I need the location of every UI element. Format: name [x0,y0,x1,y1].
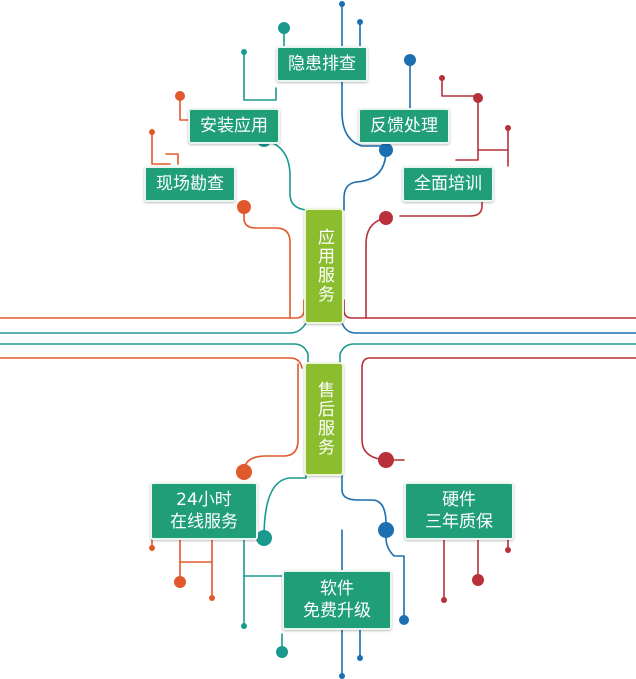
dot-orange-top [175,91,185,101]
dot-red-br [378,452,394,468]
dot-blue-top [339,1,345,7]
dot-blue-mid [404,54,416,66]
dot-red-large [379,211,393,225]
branch-training-down [399,195,483,217]
branch-feedback [343,149,387,211]
branch-install-left [179,95,191,121]
branch-software-left [263,473,307,539]
branch-online [243,363,299,473]
branch-site-survey [243,206,291,319]
dot-orange-bl3 [174,576,186,588]
branch-hidden-right [341,3,387,147]
branch-install-app [263,139,307,211]
dot-orange-bl4 [209,595,215,601]
node-software-upgrade: 软件 免费升级 [282,570,392,630]
dot-blue-large [379,143,393,157]
dot-orange-bl [236,464,252,480]
branch-training-top [455,97,479,161]
node-training: 全面培训 [402,166,494,202]
trunk-line-blue-right [341,322,636,334]
hub-after-sales-service: 售后服务 [304,362,344,476]
node-hardware-warranty: 硬件 三年质保 [404,482,514,540]
dot-red-br2 [441,597,447,603]
branch-software-r-down [385,537,405,621]
dot-red-small [439,75,445,81]
trunk-line-red-right-low [361,357,636,461]
dot-red-br4 [505,547,511,553]
trunk-line-teal [0,322,307,334]
trunk-line-cyan-right [339,343,636,365]
node-site-survey: 现场勘查 [144,166,236,202]
node-online-service: 24小时 在线服务 [150,482,258,540]
dot-blue-br [378,522,394,538]
branch-training [365,217,387,319]
dot-teal-bl2 [241,623,247,629]
trunk-line-red-right [343,299,636,319]
branch-hidden-check [243,51,277,101]
branch-online-down3 [179,539,213,599]
dot-blue-small [357,19,363,25]
branch-install-left2 [151,131,171,165]
dot-orange-bl2 [149,545,155,551]
dot-teal-bl [256,530,272,546]
dot-orange-small [149,129,155,135]
node-install-app: 安装应用 [188,108,280,144]
dot-blue-br3 [339,673,345,679]
branch-install-left3 [165,153,179,165]
trunk-line-orange-left [0,357,303,369]
branch-software-right [341,473,387,525]
node-hidden-check: 隐患排查 [276,46,368,82]
dot-blue-br4 [357,655,363,661]
dot-red-right [505,125,511,131]
trunk-line-cyan-left [0,343,309,365]
hub-application-service: 应用服务 [304,208,344,324]
node-feedback: 反馈处理 [358,108,450,144]
dot-orange-large [237,200,251,214]
dot-teal-bl3 [276,646,288,658]
branch-training-top2 [441,77,479,97]
dot-red-br3 [472,574,484,586]
dot-teal-top [278,22,290,34]
dot-teal-small [241,49,247,55]
trunk-line-orange [0,299,305,319]
dot-blue-br2 [399,615,409,625]
dot-red-mid [473,93,483,103]
